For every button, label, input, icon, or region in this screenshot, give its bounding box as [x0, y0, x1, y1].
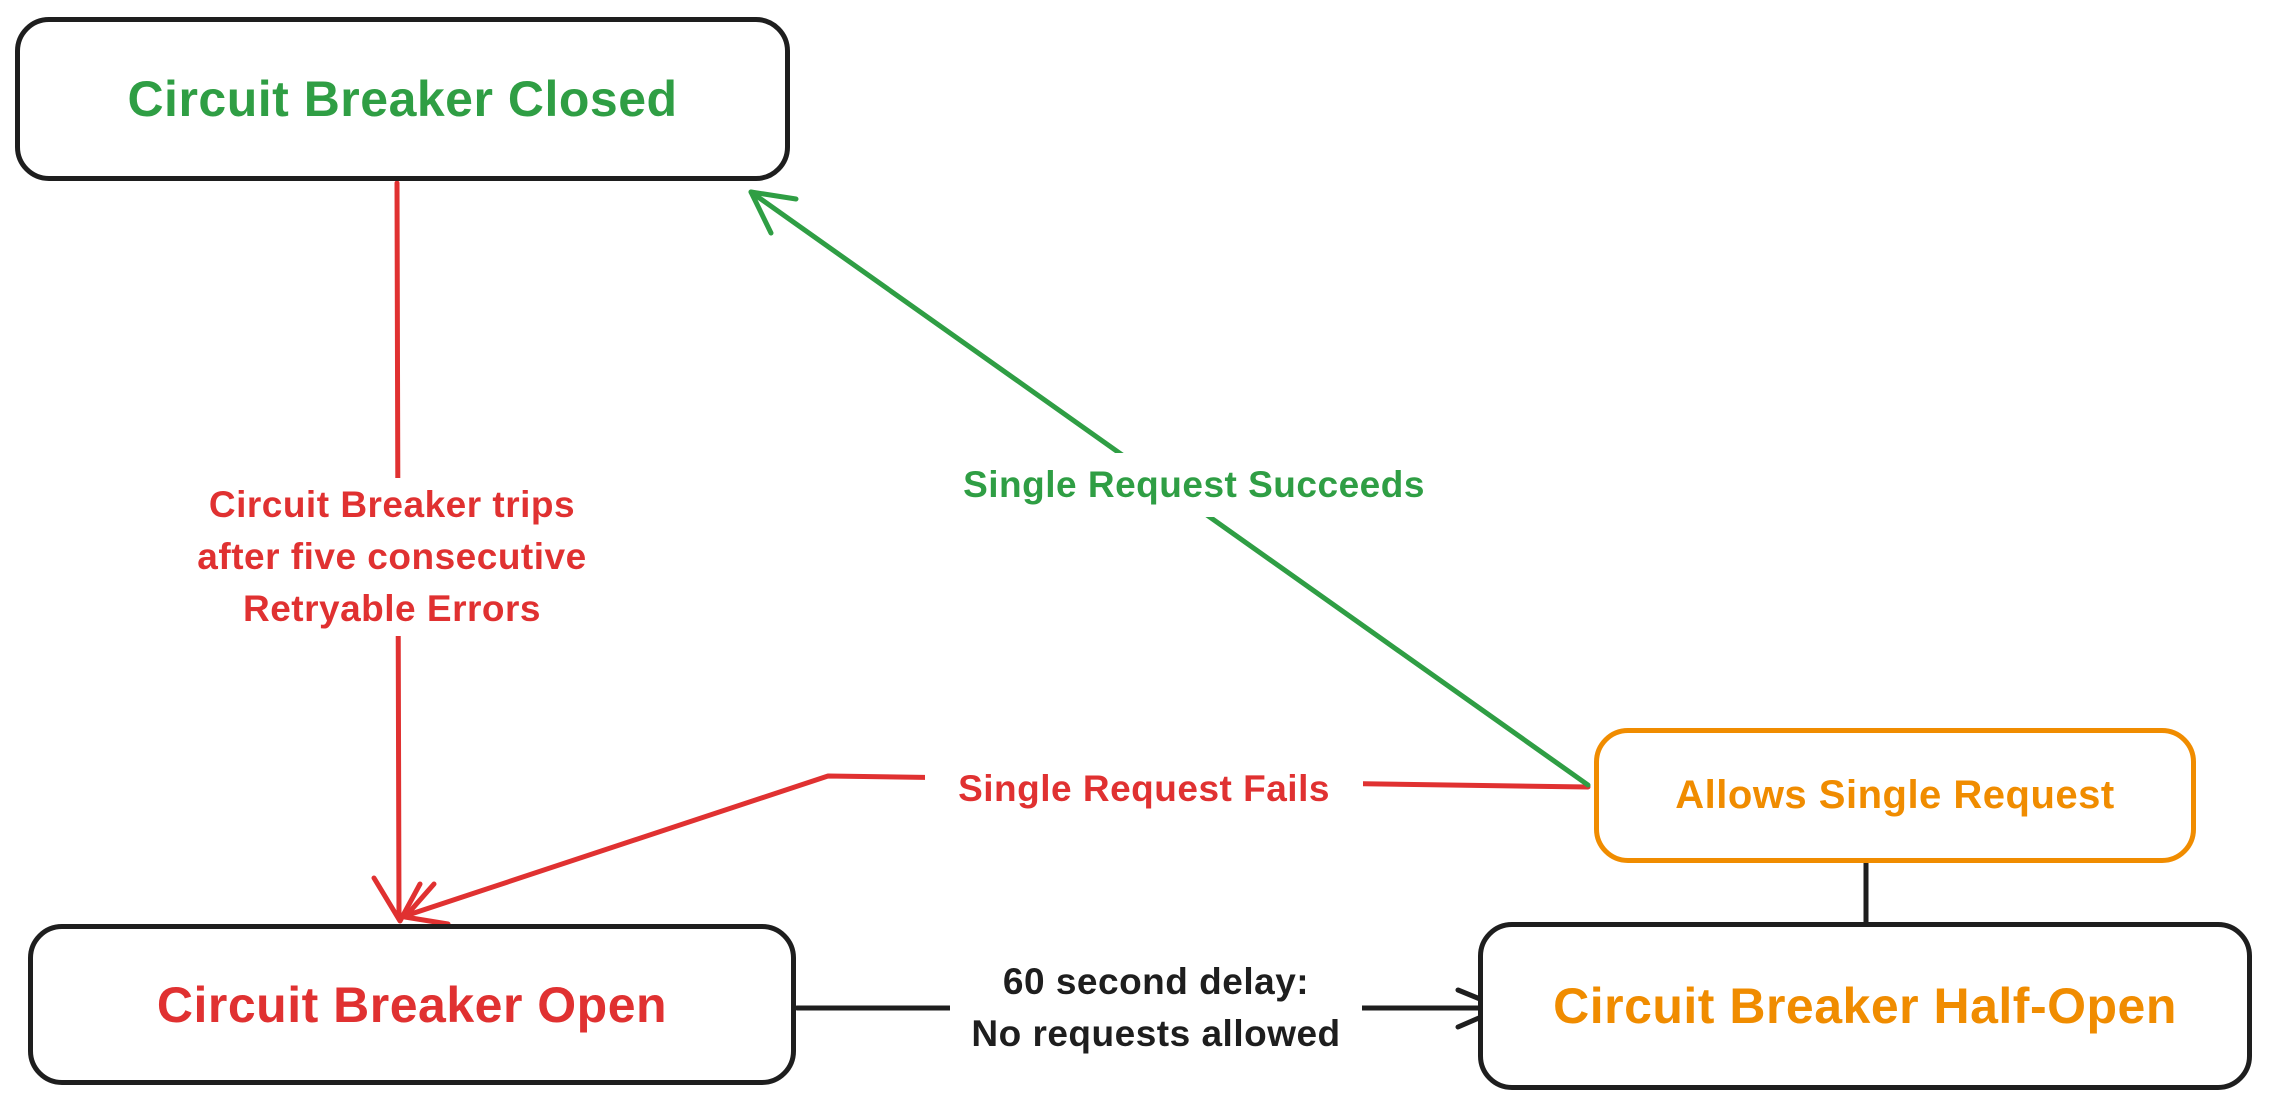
edge-label-trips: Circuit Breaker trips after five consecu…	[128, 478, 656, 636]
edge-label-delay: 60 second delay: No requests allowed	[950, 953, 1362, 1063]
node-circuit-breaker-half-open: Circuit Breaker Half-Open	[1478, 922, 2252, 1090]
node-circuit-breaker-open-label: Circuit Breaker Open	[156, 976, 668, 1033]
node-circuit-breaker-half-open-label: Circuit Breaker Half-Open	[1553, 978, 2177, 1034]
node-circuit-breaker-closed: Circuit Breaker Closed	[15, 17, 790, 181]
edge-label-succeeds: Single Request Succeeds	[918, 453, 1470, 517]
node-allows-single-request-label: Allows Single Request	[1675, 773, 2115, 817]
node-circuit-breaker-open: Circuit Breaker Open	[28, 924, 796, 1085]
edge-fails-arrowhead-icon	[402, 881, 451, 927]
edge-label-fails: Single Request Fails	[925, 758, 1363, 820]
node-circuit-breaker-closed-label: Circuit Breaker Closed	[127, 71, 678, 127]
edge-succeeds-arrowhead-icon	[748, 189, 799, 236]
node-allows-single-request: Allows Single Request	[1594, 728, 2196, 863]
edge-trips-arrowhead-icon	[371, 875, 423, 924]
